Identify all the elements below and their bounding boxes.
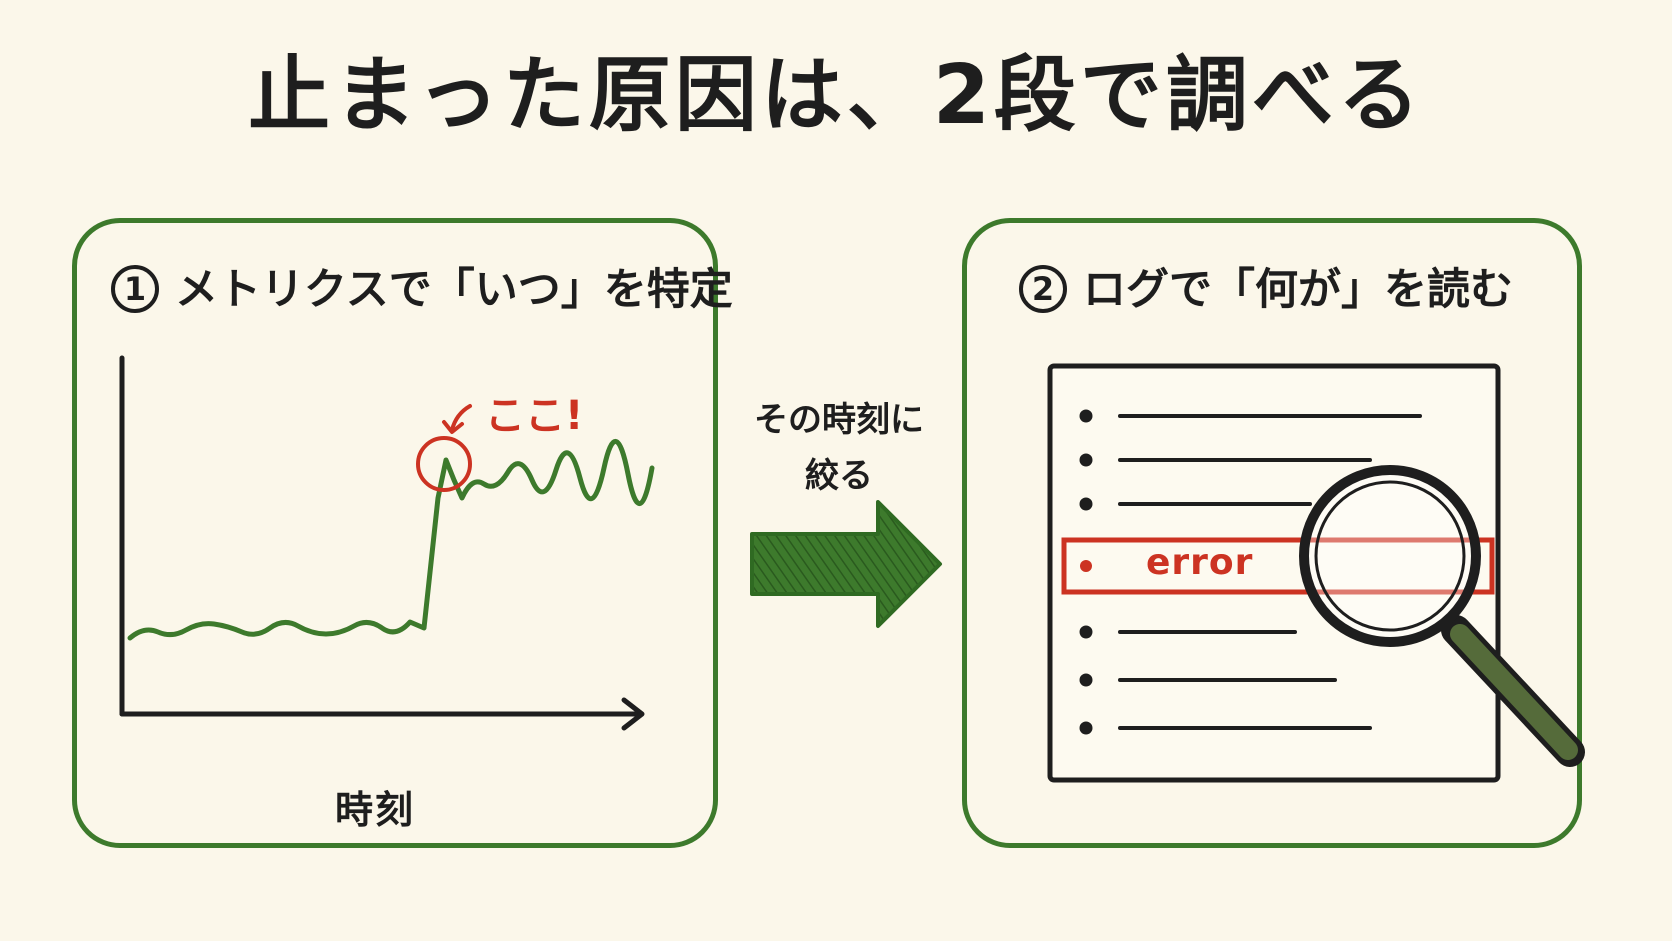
x-axis-arrowhead xyxy=(621,697,645,731)
logs-panel: 2 ログで「何が」を読む xyxy=(962,218,1582,848)
step2-number: 2 xyxy=(1019,265,1067,313)
spike-highlight-circle xyxy=(416,436,472,492)
magnifier-icon xyxy=(1299,465,1585,767)
right-arrow-icon xyxy=(750,500,942,628)
step1-title: メトリクスで「いつ」を特定 xyxy=(175,265,733,315)
transition-label: その時刻に 絞る xyxy=(734,392,944,504)
transition-line2: 絞る xyxy=(805,456,873,496)
magnifier-ring xyxy=(1299,465,1481,647)
magnifier-ring-inner xyxy=(1314,480,1466,632)
callout-arrow xyxy=(450,404,472,432)
step1-number: 1 xyxy=(111,265,159,313)
log-bullet xyxy=(1079,409,1093,423)
error-log-text: error xyxy=(1146,542,1254,583)
log-bullet xyxy=(1079,453,1093,467)
log-bullet xyxy=(1079,625,1093,639)
callout-arrowhead xyxy=(442,420,464,434)
log-lines xyxy=(1079,409,1422,735)
page-title: 止まった原因は、2段で調べる xyxy=(248,48,1424,143)
magnifier-handle-fill xyxy=(1450,624,1578,760)
step2-title: ログで「何が」を読む xyxy=(1083,265,1513,315)
step2-heading: 2 ログで「何が」を読む xyxy=(1019,255,1513,317)
step1-heading: 1 メトリクスで「いつ」を特定 xyxy=(111,255,733,317)
log-bullet xyxy=(1079,497,1093,511)
log-document xyxy=(1047,363,1585,783)
metrics-chart xyxy=(119,355,655,731)
x-axis-label: 時刻 xyxy=(335,788,416,832)
error-row-highlight xyxy=(1061,537,1495,595)
arrow-shape xyxy=(750,500,942,628)
metrics-panel: 1 メトリクスで「いつ」を特定 ここ! 時刻 xyxy=(72,218,733,848)
log-bullet xyxy=(1079,721,1093,735)
spike-callout: ここ! xyxy=(485,393,584,439)
transition-line1: その時刻に xyxy=(754,400,924,440)
error-bullet xyxy=(1080,560,1092,572)
log-bullet xyxy=(1079,673,1093,687)
metric-line xyxy=(127,439,655,641)
